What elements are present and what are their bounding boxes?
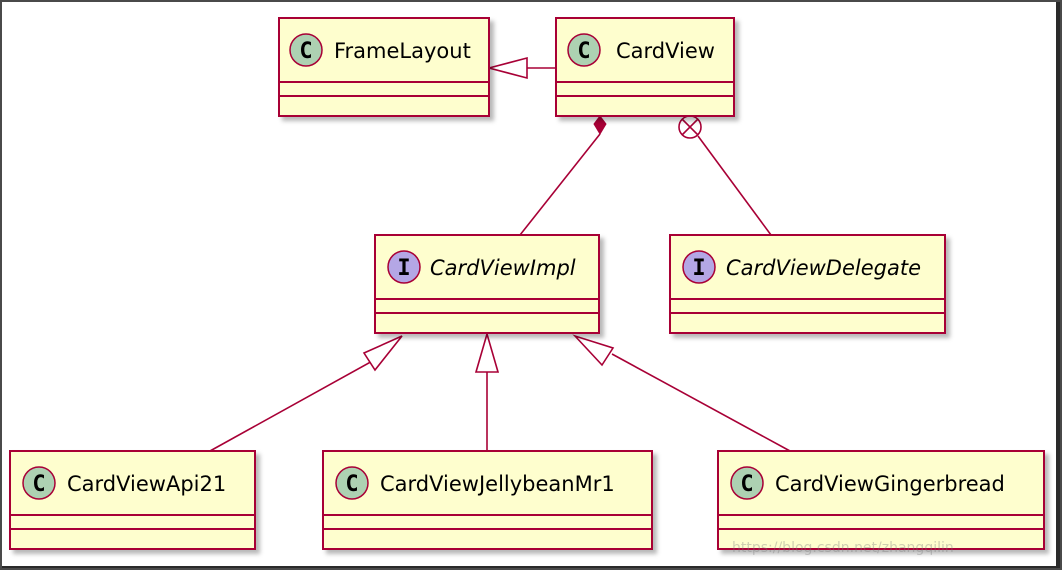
relation-cardview-extends-framelayout [485,56,556,80]
class-cardview[interactable]: C CardView [555,17,735,117]
class-icon: C [335,466,369,500]
class-name: CardViewApi21 [67,472,226,496]
class-name: CardViewGingerbread [775,472,1005,496]
relation-cardview-nested-cardviewdelegate [678,115,772,236]
relations [209,56,791,452]
class-name: FrameLayout [334,39,471,63]
svg-text:I: I [692,256,705,281]
svg-text:C: C [577,39,590,64]
relation-cardview-composition-cardviewimpl [519,115,607,236]
class-icon: C [289,33,323,67]
interface-icon: I [387,250,421,284]
interface-cardviewimpl[interactable]: I CardViewImpl [374,234,600,334]
svg-text:C: C [740,472,753,497]
svg-text:C: C [32,472,45,497]
class-icon: C [22,466,56,500]
relation-cardviewgingerbread-realizes-cardviewimpl [572,334,791,452]
interface-name: CardViewDelegate [726,256,921,280]
svg-text:C: C [345,472,358,497]
class-framelayout[interactable]: C FrameLayout [278,17,490,117]
class-cardviewgingerbread[interactable]: C CardViewGingerbread [717,450,1045,550]
interface-name: CardViewImpl [430,256,576,280]
relation-cardviewapi21-realizes-cardviewimpl [209,335,403,452]
class-icon: C [730,466,764,500]
class-name: CardView [616,39,715,63]
class-cardviewapi21[interactable]: C CardViewApi21 [9,450,256,550]
class-icon: C [567,33,601,67]
watermark-text: https://blog.csdn.net/zhangqilin [732,540,954,556]
class-cardviewjellybeanmr1[interactable]: C CardViewJellybeanMr1 [322,450,653,550]
svg-text:C: C [299,39,312,64]
interface-icon: I [682,250,716,284]
class-name: CardViewJellybeanMr1 [380,472,615,496]
interface-cardviewdelegate[interactable]: I CardViewDelegate [669,234,946,334]
relation-cardviewjellybeanmr1-realizes-cardviewimpl [474,331,500,451]
svg-text:I: I [397,256,410,281]
